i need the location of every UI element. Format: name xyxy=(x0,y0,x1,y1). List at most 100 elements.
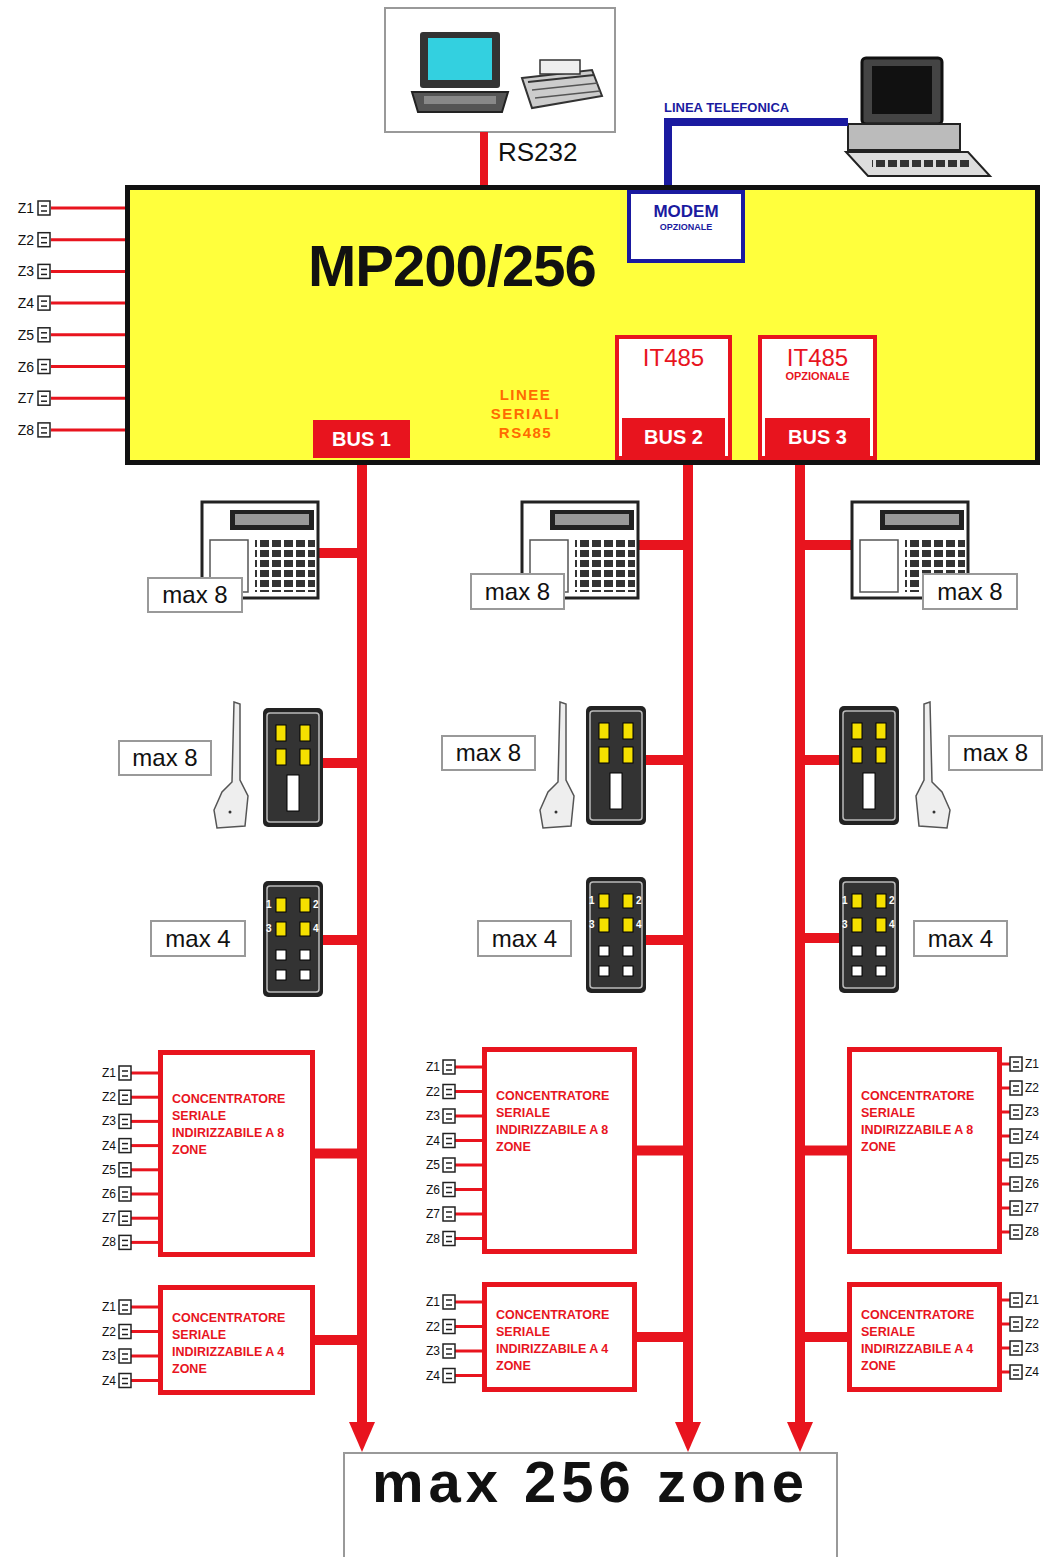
zone-label: Z8 xyxy=(90,1234,116,1250)
zone-label: Z8 xyxy=(414,1231,440,1247)
zone-label: Z1 xyxy=(414,1059,440,1075)
zone-terminal xyxy=(38,423,50,437)
zone-wire xyxy=(1002,1347,1010,1350)
zone-terminal xyxy=(119,1211,131,1225)
printer xyxy=(522,60,602,108)
concentrator-box: CONCENTRATORE SERIALE INDIRIZZABILE A 4 … xyxy=(158,1285,315,1395)
zone-label: Z5 xyxy=(414,1157,440,1173)
zone-label: Z1 xyxy=(8,200,34,216)
node-text: BUS 3 xyxy=(788,426,847,449)
node-text: max 256 zone xyxy=(371,1458,811,1507)
node-text: CONCENTRATORE SERIALE INDIRIZZABILE A 8 … xyxy=(496,1088,624,1156)
terminal-number: 3 xyxy=(266,923,272,935)
bus-wire xyxy=(637,456,688,1151)
zone-label: Z2 xyxy=(1025,1080,1051,1096)
node-text: CONCENTRATORE SERIALE INDIRIZZABILE A 8 … xyxy=(172,1091,302,1159)
zone-wire xyxy=(455,1115,482,1118)
zone-label: Z4 xyxy=(90,1138,116,1154)
signal-label: LINEE SERIALI RS485 xyxy=(478,386,573,442)
node-text: IT485 xyxy=(643,345,704,370)
node-text: max 8 xyxy=(485,578,550,606)
zone-terminal xyxy=(1010,1153,1022,1167)
laptop xyxy=(412,32,508,112)
zone-terminal xyxy=(443,1134,455,1148)
zone-label: Z3 xyxy=(1025,1104,1051,1120)
zone-terminal xyxy=(1010,1105,1022,1119)
zone-terminal xyxy=(1010,1057,1022,1071)
zone-wire xyxy=(51,365,125,368)
zone-terminal xyxy=(1010,1293,1022,1307)
zone-terminal xyxy=(119,1163,131,1177)
node-text: CONCENTRATORE SERIALE INDIRIZZABILE A 4 … xyxy=(172,1310,302,1378)
zone-label: Z7 xyxy=(90,1210,116,1226)
zone-terminal xyxy=(1010,1225,1022,1239)
zone-terminal xyxy=(119,1090,131,1104)
node-text: CONCENTRATORE SERIALE INDIRIZZABILE A 4 … xyxy=(496,1307,624,1375)
quantity-box: max 8 xyxy=(441,735,536,771)
zone-terminal xyxy=(119,1139,131,1153)
signal-label: RS232 xyxy=(498,137,578,168)
interface-box: IT485BUS 2 xyxy=(615,335,732,460)
interface-box: IT485OPZIONALEBUS 3 xyxy=(758,335,877,460)
bus-line xyxy=(800,456,847,1337)
zone-wire xyxy=(1002,1231,1010,1234)
zone-terminal xyxy=(38,360,50,374)
bus-wire xyxy=(315,458,362,1154)
zone-label: Z4 xyxy=(90,1373,116,1389)
zone-terminal xyxy=(119,1066,131,1080)
zone-label: Z5 xyxy=(1025,1152,1051,1168)
zone-terminal xyxy=(443,1207,455,1221)
concentrator-box: CONCENTRATORE SERIALE INDIRIZZABILE A 4 … xyxy=(847,1282,1002,1392)
zone-terminal xyxy=(119,1187,131,1201)
zone-wire xyxy=(1002,1371,1010,1374)
zone-wire xyxy=(51,270,125,273)
zone-terminal xyxy=(38,201,50,215)
zone-label: Z3 xyxy=(90,1348,116,1364)
zone-wire xyxy=(51,428,125,431)
zone-label: Z2 xyxy=(8,232,34,248)
node-text: MP200/256 xyxy=(308,232,596,299)
quantity-box: max 8 xyxy=(147,577,243,613)
zone-terminal xyxy=(1010,1081,1022,1095)
zone-label: Z1 xyxy=(414,1294,440,1310)
zone-terminal xyxy=(119,1300,131,1314)
zone-terminal xyxy=(119,1374,131,1388)
zone-wire xyxy=(131,1306,158,1309)
zone-label: Z3 xyxy=(414,1108,440,1124)
zone-terminal xyxy=(119,1235,131,1249)
zone-label: Z7 xyxy=(1025,1200,1051,1216)
node-text: max 4 xyxy=(165,925,230,953)
terminal-number: 2 xyxy=(889,895,895,907)
zone-wire xyxy=(131,1193,158,1196)
terminal-number: 1 xyxy=(842,895,848,907)
node-text: OPZIONALE xyxy=(785,370,849,382)
node-text: max 8 xyxy=(456,739,521,767)
node-text: OPZIONALE xyxy=(660,222,713,232)
zone-label: Z8 xyxy=(8,422,34,438)
arrow-head xyxy=(787,1422,813,1452)
zone-terminal xyxy=(443,1158,455,1172)
arrow-head xyxy=(675,1422,701,1452)
zone-terminal xyxy=(1010,1129,1022,1143)
concentrator-box: CONCENTRATORE SERIALE INDIRIZZABILE A 4 … xyxy=(482,1282,637,1392)
zone-wire xyxy=(455,1301,482,1304)
zone-wire xyxy=(455,1164,482,1167)
terminal-number: 1 xyxy=(266,899,272,911)
zone-label: Z4 xyxy=(1025,1364,1051,1380)
zone-label: Z4 xyxy=(414,1133,440,1149)
zone-label: Z2 xyxy=(414,1319,440,1335)
zone-label: Z1 xyxy=(90,1065,116,1081)
zone-wire xyxy=(1002,1111,1010,1114)
quantity-box: max 8 xyxy=(470,573,565,610)
zone-wire xyxy=(51,238,125,241)
zone-wire xyxy=(1002,1087,1010,1090)
arrow-head xyxy=(349,1422,375,1452)
zone-terminal xyxy=(1010,1341,1022,1355)
bus-line xyxy=(315,458,362,1154)
modem-box: MODEMOPZIONALE xyxy=(627,190,745,263)
zone-wire xyxy=(131,1355,158,1358)
zone-label: Z3 xyxy=(8,263,34,279)
bus-box: BUS 1 xyxy=(313,420,410,458)
terminal-number: 4 xyxy=(636,919,642,931)
zone-label: Z6 xyxy=(90,1186,116,1202)
